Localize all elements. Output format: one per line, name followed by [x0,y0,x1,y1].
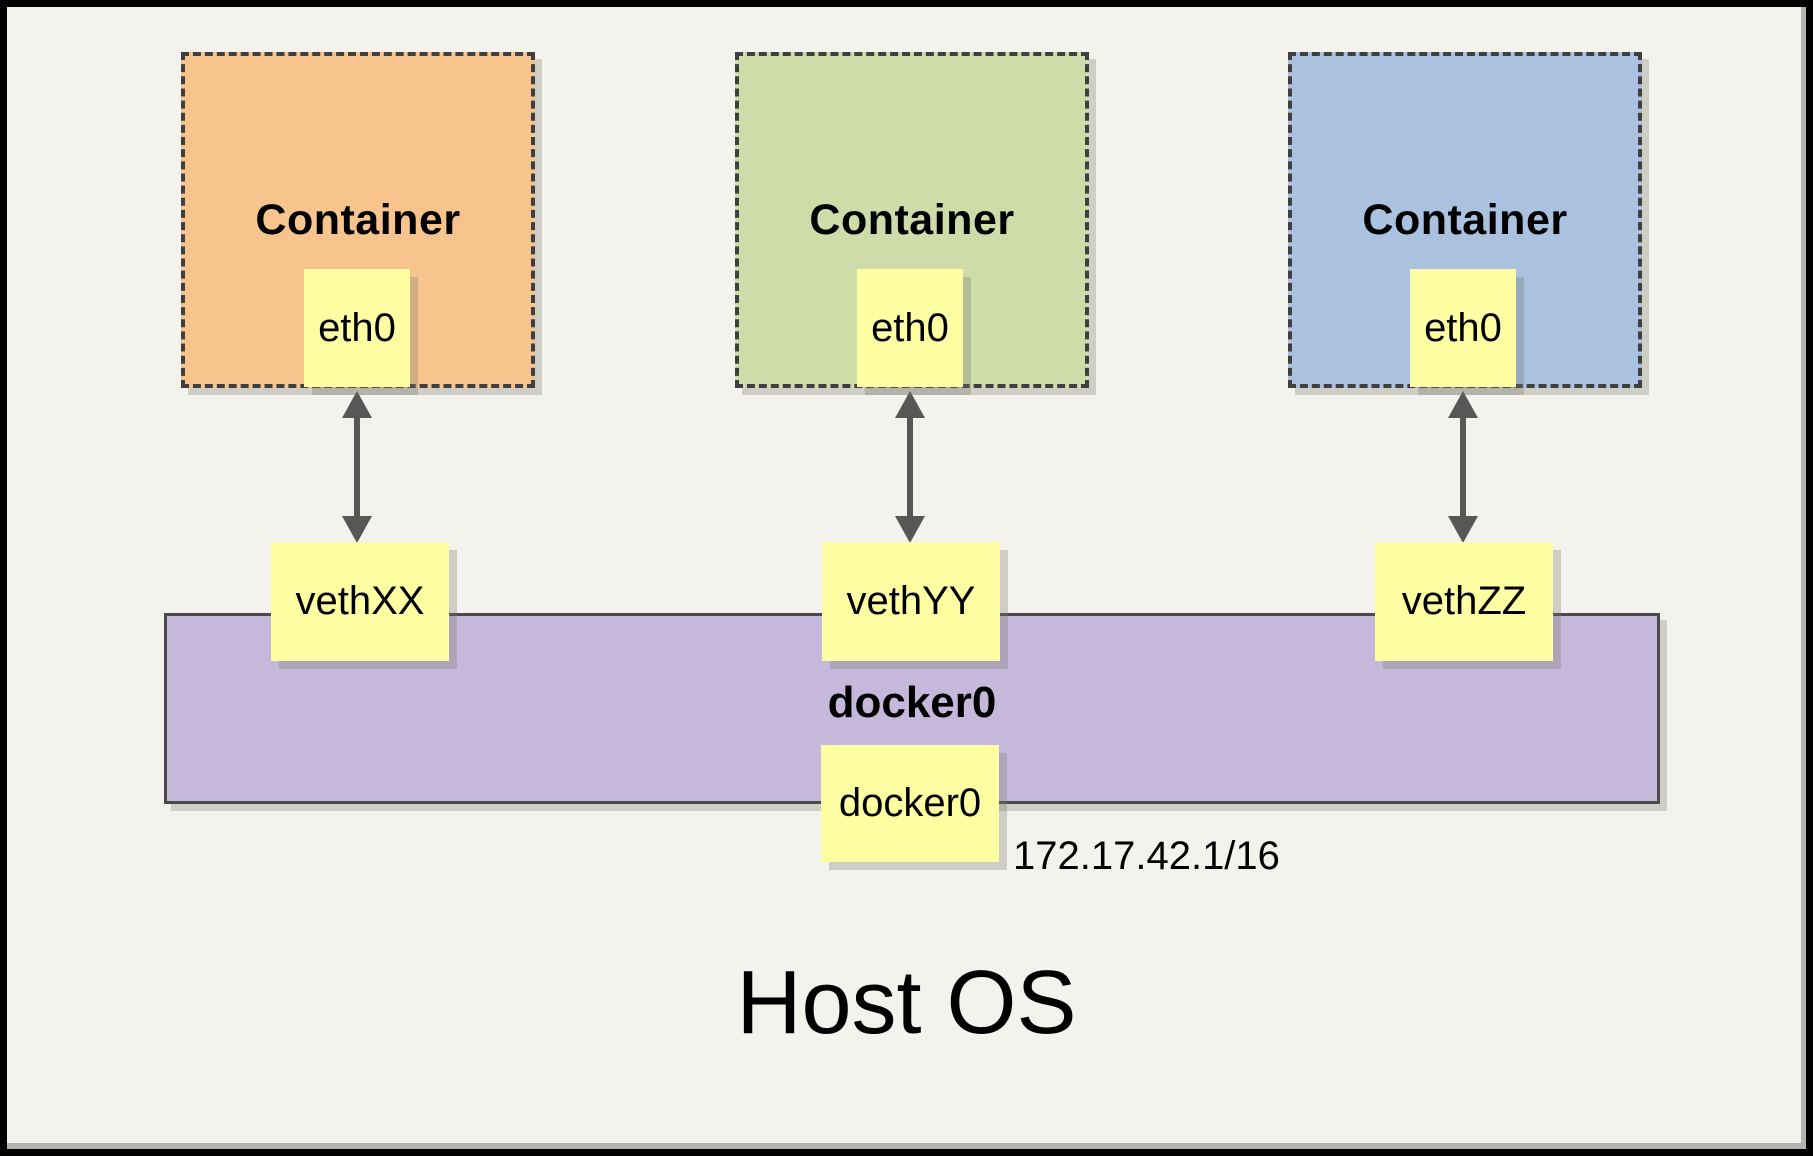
arrow-line [907,411,913,523]
eth0-box-1: eth0 [304,269,410,387]
arrow-down-icon [895,516,925,543]
container-label-3: Container [1362,195,1568,244]
bridge-ip-label: 172.17.42.1/16 [1013,834,1280,878]
docker0-interface-box: docker0 [821,745,999,862]
arrow-down-icon [1448,516,1478,543]
eth0-box-3: eth0 [1410,269,1516,387]
arrow-line [1460,411,1466,523]
vethXX-box: vethXX [271,542,449,661]
arrow-down-icon [342,516,372,543]
eth0-veth-arrow-2 [895,391,925,543]
eth0-veth-arrow-1 [342,391,372,543]
container-label-2: Container [809,195,1015,244]
vethZZ-box: vethZZ [1375,542,1553,661]
vethYY-box: vethYY [822,542,1000,661]
arrow-line [354,411,360,523]
container-label-1: Container [255,195,461,244]
eth0-box-2: eth0 [857,269,963,387]
eth0-veth-arrow-3 [1448,391,1478,543]
host-os-label: Host OS [736,953,1077,1053]
